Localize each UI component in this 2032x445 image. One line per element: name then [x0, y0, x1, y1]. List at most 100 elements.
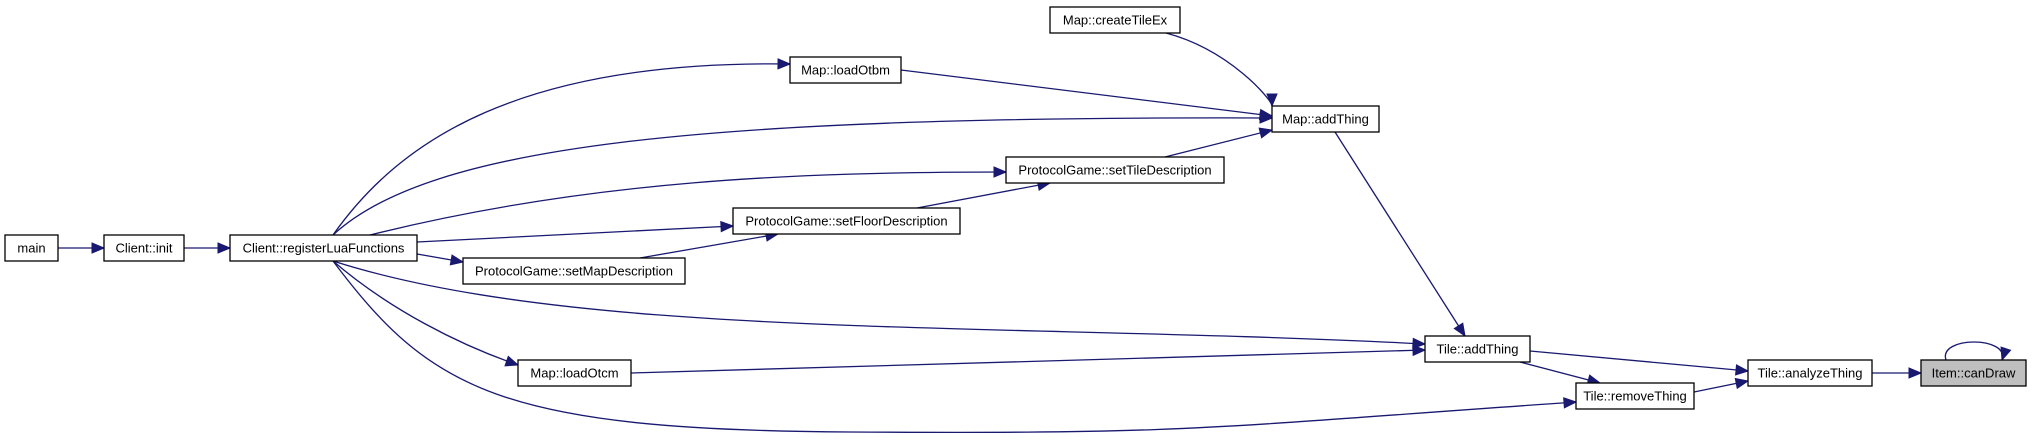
- node-map-create-box: [1049, 6, 1181, 34]
- node-map-addthing[interactable]: Map::addThing: [1271, 105, 1380, 133]
- edge-pg-settile-to-map-addthing-line: [1164, 129, 1273, 158]
- edge-register-to-tile-remove-line: [332, 260, 1577, 434]
- node-tile-remove-box: [1575, 382, 1695, 410]
- edge-tile-addthing-to-tile-remove-line: [1519, 361, 1601, 384]
- node-map-loadotcm[interactable]: Map::loadOtcm: [517, 359, 632, 387]
- node-tile-remove[interactable]: Tile::removeThing: [1575, 382, 1695, 410]
- node-map-create[interactable]: Map::createTileEx: [1049, 6, 1181, 34]
- edge-pg-setfloor-to-pg-settile-line: [916, 182, 1051, 209]
- edge-register-to-tile-remove: [332, 260, 1578, 434]
- edge-client-init-to-register-arrowhead: [217, 242, 232, 254]
- edge-register-to-pg-setfloor-arrowhead: [720, 220, 735, 233]
- edge-item-candraw-to-item-candraw-arrowhead: [2000, 346, 2012, 362]
- edge-item-candraw-to-item-candraw: [1944, 341, 2012, 362]
- node-item-candraw-box: [1920, 359, 2027, 387]
- edge-pg-setfloor-to-pg-settile: [916, 179, 1052, 209]
- edge-register-to-tile-addthing-arrowhead: [1412, 337, 1427, 350]
- node-tile-analyze[interactable]: Tile::analyzeThing: [1747, 359, 1873, 387]
- edge-register-to-map-loadotbm-line: [332, 63, 791, 236]
- node-main[interactable]: main: [4, 234, 59, 262]
- edge-register-to-pg-setmap: [416, 253, 465, 266]
- node-tile-analyze-label: Tile::analyzeThing: [1757, 366, 1862, 381]
- edge-register-to-pg-settile-arrowhead: [993, 166, 1008, 178]
- edge-map-loadotbm-to-map-addthing: [900, 69, 1274, 121]
- edge-register-to-pg-setfloor-line: [416, 225, 734, 243]
- edge-map-loadotbm-to-map-addthing-line: [900, 69, 1273, 117]
- node-pg-settile-box: [1005, 156, 1225, 184]
- node-client-init-box: [103, 234, 185, 262]
- node-tile-addthing-box: [1424, 335, 1531, 363]
- node-main-label: main: [17, 241, 45, 256]
- node-pg-setmap-box: [462, 257, 686, 285]
- edge-map-addthing-to-tile-addthing: [1334, 131, 1466, 338]
- node-item-candraw-label: Item::canDraw: [1932, 366, 2016, 381]
- edge-map-loadotcm-to-tile-addthing-line: [630, 349, 1426, 374]
- edge-main-to-client-init: [58, 242, 106, 254]
- edge-map-create-to-map-addthing-arrowhead: [1266, 93, 1278, 108]
- edge-register-to-map-loadotbm-arrowhead: [777, 58, 792, 70]
- edge-map-loadotcm-to-tile-addthing-arrowhead: [1412, 344, 1427, 357]
- edge-pg-setmap-to-pg-setfloor: [639, 230, 780, 259]
- edge-client-init-to-register: [184, 242, 232, 254]
- edge-tile-addthing-to-tile-analyze-line: [1529, 350, 1749, 372]
- edge-tile-addthing-to-tile-remove: [1519, 361, 1602, 386]
- node-map-addthing-label: Map::addThing: [1282, 112, 1369, 127]
- node-pg-settile[interactable]: ProtocolGame::setTileDescription: [1005, 156, 1225, 184]
- edge-register-to-pg-setfloor: [416, 220, 735, 243]
- node-tile-addthing[interactable]: Tile::addThing: [1424, 335, 1531, 363]
- edge-tile-addthing-to-tile-analyze-arrowhead: [1735, 364, 1750, 376]
- edge-map-create-to-map-addthing-line: [1165, 32, 1273, 107]
- node-client-init[interactable]: Client::init: [103, 234, 185, 262]
- edge-pg-settile-to-map-addthing-arrowhead: [1258, 127, 1274, 139]
- node-pg-settile-label: ProtocolGame::setTileDescription: [1018, 163, 1211, 178]
- edge-register-to-tile-addthing: [332, 260, 1427, 350]
- edge-tile-analyze-to-item-candraw-arrowhead: [1908, 367, 1923, 379]
- edge-register-to-pg-settile-line: [369, 171, 1007, 236]
- edge-map-addthing-to-tile-addthing-arrowhead: [1453, 322, 1466, 338]
- node-map-loadotbm-label: Map::loadOtbm: [801, 63, 890, 78]
- edge-register-to-pg-setmap-arrowhead: [449, 254, 465, 266]
- node-map-loadotcm-box: [517, 359, 632, 387]
- edges-layer: [58, 32, 2012, 434]
- node-pg-setfloor[interactable]: ProtocolGame::setFloorDescription: [732, 207, 961, 235]
- edge-tile-analyze-to-item-candraw: [1872, 367, 1923, 379]
- node-map-create-label: Map::createTileEx: [1063, 13, 1168, 28]
- edge-tile-remove-to-tile-analyze: [1693, 377, 1750, 393]
- edge-item-candraw-to-item-candraw-line: [1944, 341, 2004, 361]
- edge-register-to-map-addthing-line: [332, 117, 1273, 236]
- node-map-loadotbm-box: [789, 56, 902, 84]
- node-tile-remove-label: Tile::removeThing: [1583, 389, 1687, 404]
- node-main-box: [4, 234, 59, 262]
- node-register-box: [229, 234, 418, 262]
- edge-register-to-map-loadotcm-arrowhead: [504, 355, 520, 367]
- nodes-layer: main Client::init Client::registerLuaFunct…: [4, 6, 2027, 410]
- node-register[interactable]: Client::registerLuaFunctions: [229, 234, 418, 262]
- edge-map-loadotcm-to-tile-addthing: [630, 344, 1427, 374]
- edge-register-to-map-loadotcm-line: [332, 260, 519, 366]
- edge-register-to-map-loadotbm: [332, 58, 792, 236]
- edge-pg-setmap-to-pg-setfloor-line: [639, 233, 779, 259]
- node-pg-setmap-label: ProtocolGame::setMapDescription: [475, 264, 673, 279]
- node-client-init-label: Client::init: [115, 241, 172, 256]
- node-pg-setfloor-label: ProtocolGame::setFloorDescription: [745, 214, 947, 229]
- node-pg-setmap[interactable]: ProtocolGame::setMapDescription: [462, 257, 686, 285]
- node-map-loadotcm-label: Map::loadOtcm: [530, 366, 618, 381]
- node-map-addthing-box: [1271, 105, 1380, 133]
- edge-map-create-to-map-addthing: [1165, 32, 1278, 108]
- edge-register-to-tile-remove-arrowhead: [1563, 397, 1578, 409]
- node-item-candraw[interactable]: Item::canDraw: [1920, 359, 2027, 387]
- edge-map-addthing-to-tile-addthing-line: [1334, 131, 1466, 337]
- node-register-label: Client::registerLuaFunctions: [243, 241, 405, 256]
- edge-tile-addthing-to-tile-analyze: [1529, 350, 1750, 376]
- edge-map-loadotbm-to-map-addthing-arrowhead: [1258, 108, 1274, 121]
- edge-tile-remove-to-tile-analyze-arrowhead: [1734, 377, 1750, 390]
- edge-main-to-client-init-arrowhead: [91, 242, 106, 254]
- node-tile-analyze-box: [1747, 359, 1873, 387]
- edge-register-to-pg-settile: [369, 166, 1008, 236]
- node-pg-setfloor-box: [732, 207, 961, 235]
- node-map-loadotbm[interactable]: Map::loadOtbm: [789, 56, 902, 84]
- edge-pg-settile-to-map-addthing: [1164, 127, 1274, 158]
- edge-register-to-tile-addthing-line: [332, 260, 1426, 345]
- edge-register-to-map-loadotcm: [332, 260, 520, 367]
